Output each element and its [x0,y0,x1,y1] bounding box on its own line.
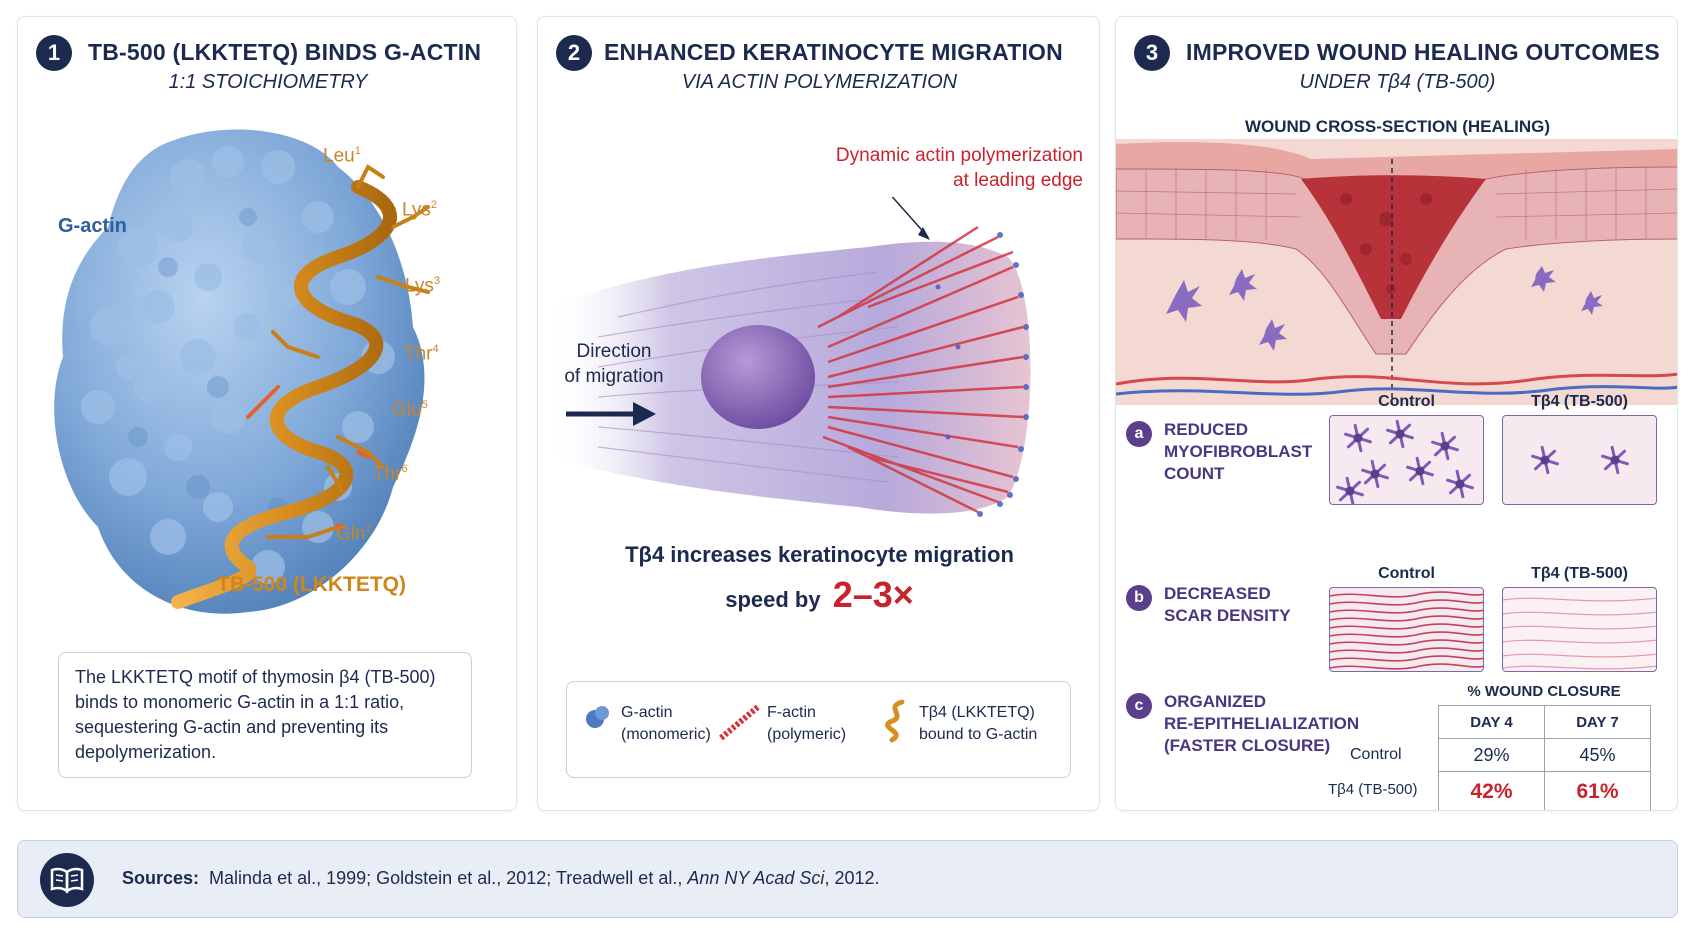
finding-a-control-label: Control [1378,393,1435,410]
closure-row-label-control: Control [1350,746,1402,763]
residue-label-6: Thr6 [373,463,408,485]
actin-filament-icon [817,225,1024,514]
closure-row-label-treated: Tβ4 (TB-500) [1328,781,1418,798]
tb500-peptide-label: TB-500 (LKKTETQ) [217,573,406,596]
panel-subtitle: 1:1 STOICHIOMETRY [168,71,368,93]
wound-closure-table-title: % WOUND CLOSURE [1467,683,1621,700]
finding-b-treated-label: Tβ4 (TB-500) [1531,565,1628,582]
panel-subtitle: VIA ACTIN POLYMERIZATION [681,71,958,93]
myofibroblast-cell-icon [1406,456,1434,486]
panel-title: IMPROVED WOUND HEALING OUTCOMES [1186,39,1660,65]
myofibroblast-cell-icon [1386,419,1414,449]
col-header-day4: DAY 4 [1438,705,1545,739]
myofibroblast-cell-icon [1431,431,1459,461]
journal-name: Ann NY Acad Sci [687,868,825,888]
myofibroblast-cell-icon [1361,459,1389,489]
myofibroblast-treated-cells [1531,445,1629,475]
residue-label-7: Gln7 [336,523,372,545]
binding-note: The LKKTETQ motif of thymosin β4 (TB-500… [58,652,472,778]
finding-b-badge: b [1126,585,1152,611]
panel-wound-healing: 3 IMPROVED WOUND HEALING OUTCOMES UNDER … [1115,16,1678,811]
fibroblast-cell-icon [1166,266,1603,351]
residue-label-4: Thr4 [404,343,439,365]
residue-label-3: Lys3 [405,275,440,297]
myofibroblast-cell-icon [1601,445,1629,475]
g-actin-icon [586,706,609,728]
panel-subtitle: UNDER Tβ4 (TB-500) [1299,71,1496,93]
migration-claim: Tβ4 increases keratinocyte migration spe… [538,542,1099,616]
sources-text: Sources: Malinda et al., 1999; Goldstein… [122,868,880,888]
keratinocyte-cell-icon [548,241,1031,514]
claim-line-2: speed by 2–3× [725,574,914,615]
f-actin-icon [719,703,761,741]
scar-treated-thumb [1502,587,1657,672]
treated-day4: 42% [1438,771,1545,810]
residue-label-1: Leu1 [323,145,361,167]
residue-label-2: Lys2 [402,199,437,221]
g-actin-label: G-actin [58,215,127,237]
legend-tb4-label: Tβ4 (LKKTETQ)bound to G-actin [919,704,1038,743]
wound-closure-table: DAY 4 DAY 7 29% 45% 42% 61% [1438,705,1651,810]
finding-b-control-label: Control [1378,565,1435,582]
sources-label: Sources: [122,868,200,888]
myofibroblast-cell-icon [1336,476,1364,504]
panel-title: ENHANCED KERATINOCYTE MIGRATION [604,39,1063,65]
migrating-cell-illustration [548,197,1031,517]
myofibroblast-treated-thumb [1502,415,1657,505]
dense-collagen-icon [1330,591,1483,670]
legend-g-actin-label: G-actin(monomeric) [621,704,711,743]
epidermis-layer-icon [1116,166,1677,355]
finding-c-title: ORGANIZED RE-EPITHELIALIZATION (FASTER C… [1164,692,1360,755]
sources-bar: Sources: Malinda et al., 1999; Goldstein… [17,840,1678,918]
pointer-line [891,197,929,238]
claim-line-1: Tβ4 increases keratinocyte migration [625,542,1014,567]
residue-label-5: Glu5 [392,399,428,421]
finding-a-badge: a [1126,421,1152,447]
myofibroblast-control-thumb [1329,415,1484,505]
finding-a-title: REDUCED MYOFIBROBLAST COUNT [1164,420,1313,483]
cross-section-label: WOUND CROSS-SECTION (HEALING) [1244,117,1551,136]
myofibroblast-cell-icon [1446,469,1474,499]
book-icon [40,853,94,907]
legend: G-actin(monomeric) F-actin(polymeric) Tβ… [566,681,1071,778]
tb500-helix-icon [171,164,430,609]
myofibroblast-cell-icon [1531,445,1559,475]
direction-arrow-icon [566,402,656,426]
panel-title: TB-500 (LKKTETQ) BINDS G-ACTIN [88,39,482,65]
step-number-badge: 1 [36,35,72,71]
g-actin-peptide-illustration [54,129,430,614]
control-day7: 45% [1544,738,1651,772]
finding-b-title: DECREASED SCAR DENSITY [1164,584,1291,625]
loose-collagen-icon [1503,597,1656,670]
step-number-badge: 3 [1134,35,1170,71]
control-day4: 29% [1438,738,1545,772]
finding-a-treated-label: Tβ4 (TB-500) [1531,393,1628,410]
blood-vessel-icon [1116,372,1677,396]
treated-day7: 61% [1544,771,1651,810]
scar-control-thumb [1329,587,1484,672]
polymerization-label: Dynamic actin polymerization at leading … [835,145,1083,191]
myofibroblast-control-cells [1336,419,1474,504]
legend-f-actin-label: F-actin(polymeric) [767,704,847,743]
wound-cross-section-illustration [1116,139,1677,405]
finding-c-badge: c [1126,693,1152,719]
panel-actin-binding: 1 TB-500 (LKKTETQ) BINDS G-ACTIN 1:1 STO… [17,16,517,811]
tb4-peptide-icon [885,699,905,743]
direction-of-migration-label: Direction of migration [564,341,664,387]
wound-clot-icon [1301,175,1486,319]
panel-keratinocyte-migration: 2 ENHANCED KERATINOCYTE MIGRATION VIA AC… [537,16,1100,811]
col-header-day7: DAY 7 [1544,705,1651,739]
myofibroblast-cell-icon [1344,423,1372,453]
step-number-badge: 2 [556,35,592,71]
fold-increase-value: 2–3× [832,574,914,615]
